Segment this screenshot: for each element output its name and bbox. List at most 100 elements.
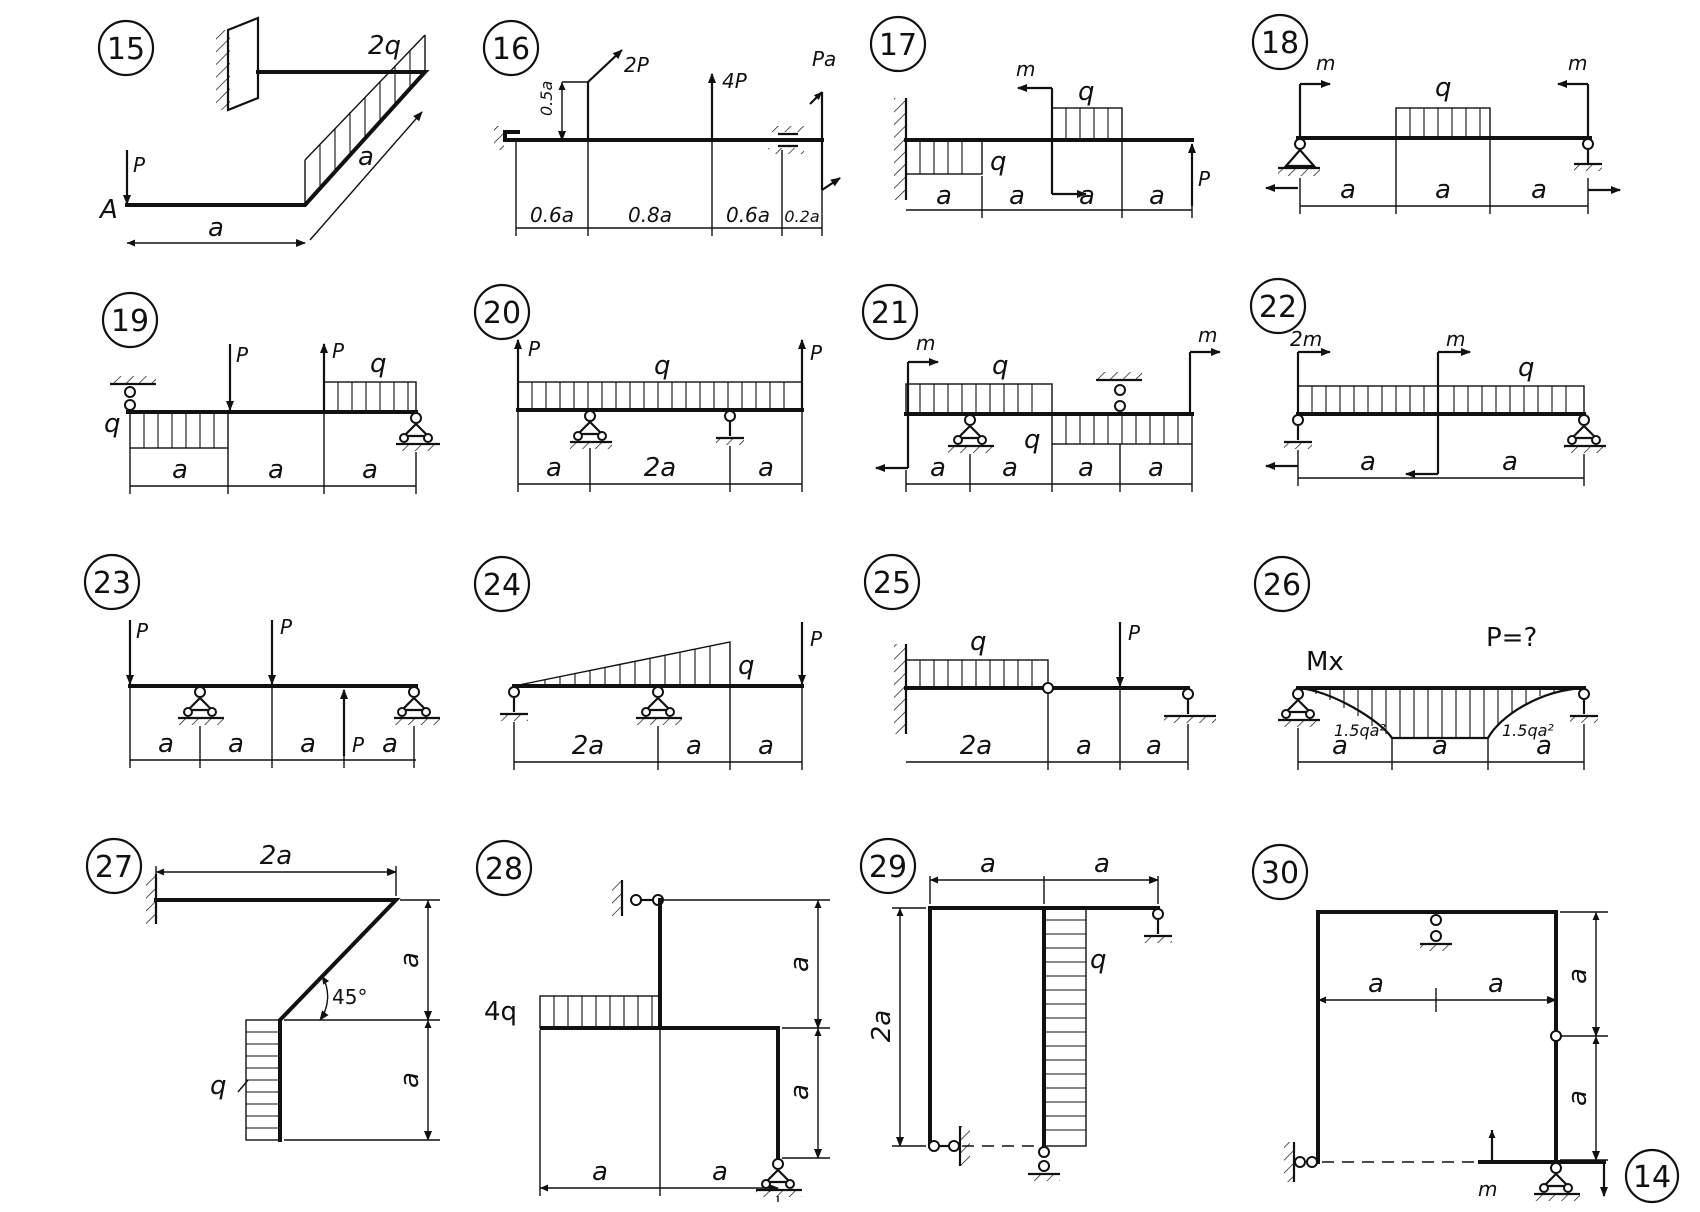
svg-text:a: a	[1488, 969, 1504, 999]
svg-text:m: m	[1316, 51, 1335, 75]
svg-text:a: a	[980, 849, 996, 879]
svg-text:1.5qa²: 1.5qa²	[1502, 721, 1554, 740]
svg-text:0.6a: 0.6a	[530, 203, 574, 227]
svg-text:a: a	[1502, 447, 1518, 477]
svg-text:q: q	[1078, 77, 1095, 107]
svg-text:a: a	[592, 1157, 608, 1187]
svg-text:a: a	[1146, 731, 1162, 761]
svg-text:q: q	[1090, 945, 1107, 975]
svg-text:a: a	[1332, 731, 1348, 761]
svg-text:2a: 2a	[644, 453, 676, 483]
svg-text:a: a	[268, 455, 284, 485]
problem-25: 25 q P 2a a a	[863, 553, 1216, 770]
svg-text:a: a	[300, 729, 316, 759]
svg-text:a: a	[1148, 453, 1164, 483]
svg-text:P: P	[810, 341, 823, 365]
svg-text:P: P	[528, 337, 541, 361]
svg-text:2a: 2a	[867, 1010, 897, 1042]
problem-27: 27 2a a a 45° q	[85, 837, 440, 1142]
svg-text:4q: 4q	[484, 997, 517, 1027]
svg-text:m: m	[1568, 51, 1587, 75]
svg-text:a: a	[1340, 175, 1356, 205]
svg-text:a: a	[785, 956, 815, 972]
svg-text:a: a	[1149, 181, 1165, 211]
svg-text:21: 21	[871, 296, 909, 331]
svg-text:19: 19	[111, 304, 149, 339]
page-number-badge: 14	[1624, 1148, 1680, 1204]
svg-text:m: m	[1198, 323, 1217, 347]
svg-text:a: a	[758, 453, 774, 483]
svg-text:a: a	[936, 181, 952, 211]
svg-text:P: P	[1128, 621, 1141, 645]
svg-text:0.2a: 0.2a	[784, 207, 819, 226]
svg-text:a: a	[1094, 849, 1110, 879]
svg-text:P=?: P=?	[1486, 623, 1537, 653]
svg-text:a: a	[1002, 453, 1018, 483]
svg-text:a: a	[362, 455, 378, 485]
svg-text:a: a	[1536, 731, 1552, 761]
problem-29: 29 q a a 2a	[859, 837, 1172, 1181]
problem-20: 20 q P P a 2a a	[473, 283, 823, 492]
svg-text:P: P	[332, 339, 345, 363]
svg-text:P: P	[133, 153, 146, 177]
svg-text:18: 18	[1261, 26, 1299, 61]
svg-text:a: a	[1435, 175, 1451, 205]
svg-text:m: m	[916, 331, 935, 355]
svg-text:23: 23	[93, 566, 131, 601]
svg-text:P: P	[810, 627, 823, 651]
svg-text:0.8a: 0.8a	[628, 203, 672, 227]
svg-text:45°: 45°	[332, 985, 367, 1009]
svg-text:q: q	[1024, 425, 1041, 455]
svg-text:a: a	[1079, 181, 1095, 211]
problem-18: 18 q m m a a a	[1251, 13, 1621, 214]
svg-text:24: 24	[483, 568, 521, 603]
svg-text:q: q	[990, 147, 1007, 177]
svg-text:a: a	[1531, 175, 1547, 205]
svg-text:a: a	[395, 952, 425, 968]
svg-text:a: a	[785, 1084, 815, 1100]
svg-text:q: q	[738, 651, 755, 681]
svg-text:m: m	[1478, 1177, 1497, 1201]
svg-text:a: a	[1563, 1090, 1593, 1106]
frame	[125, 70, 430, 207]
svg-text:P: P	[280, 615, 293, 639]
problem-21: 21 q q m m a a a a	[861, 283, 1221, 492]
svg-text:2a: 2a	[572, 731, 604, 761]
problem-28: 28 4q a a a a	[475, 839, 830, 1202]
problem-26: 26 Mx P=? 1.5qa² 1.5qa² a a a	[1253, 555, 1598, 770]
svg-text:29: 29	[869, 850, 907, 885]
svg-text:a: a	[1563, 968, 1593, 984]
svg-text:16: 16	[492, 32, 530, 67]
svg-text:a: a	[930, 453, 946, 483]
svg-text:0.6a: 0.6a	[726, 203, 770, 227]
svg-text:Mx: Mx	[1306, 647, 1344, 677]
svg-text:a: a	[228, 729, 244, 759]
problem-15: 15 2q a a P A	[97, 16, 430, 247]
svg-text:P: P	[352, 733, 365, 757]
problem-17: 17 q q m P a a a a	[869, 15, 1211, 218]
svg-text:2a: 2a	[260, 841, 292, 871]
svg-text:q: q	[992, 351, 1009, 381]
svg-text:Pa: Pa	[812, 47, 836, 71]
svg-text:25: 25	[873, 566, 911, 601]
svg-text:q: q	[370, 349, 387, 379]
problem-number-circle	[97, 19, 155, 77]
svg-text:q: q	[210, 1071, 227, 1101]
problem-23: 23 P P P a a a a	[83, 553, 440, 768]
svg-text:a: a	[686, 731, 702, 761]
problem-22: 22 q 2m m a a	[1249, 277, 1606, 486]
svg-text:1.5qa²: 1.5qa²	[1334, 721, 1386, 740]
svg-text:a: a	[208, 213, 224, 243]
svg-text:m: m	[1446, 327, 1465, 351]
svg-text:28: 28	[485, 852, 523, 887]
svg-text:26: 26	[1263, 568, 1301, 603]
svg-text:27: 27	[95, 850, 133, 885]
svg-text:q: q	[1518, 353, 1535, 383]
svg-text:a: a	[1076, 731, 1092, 761]
svg-text:A: A	[98, 195, 118, 225]
svg-text:4P: 4P	[722, 69, 748, 93]
svg-text:a: a	[1360, 447, 1376, 477]
svg-text:P: P	[236, 343, 249, 367]
svg-text:17: 17	[879, 28, 917, 63]
svg-text:a: a	[395, 1072, 425, 1088]
